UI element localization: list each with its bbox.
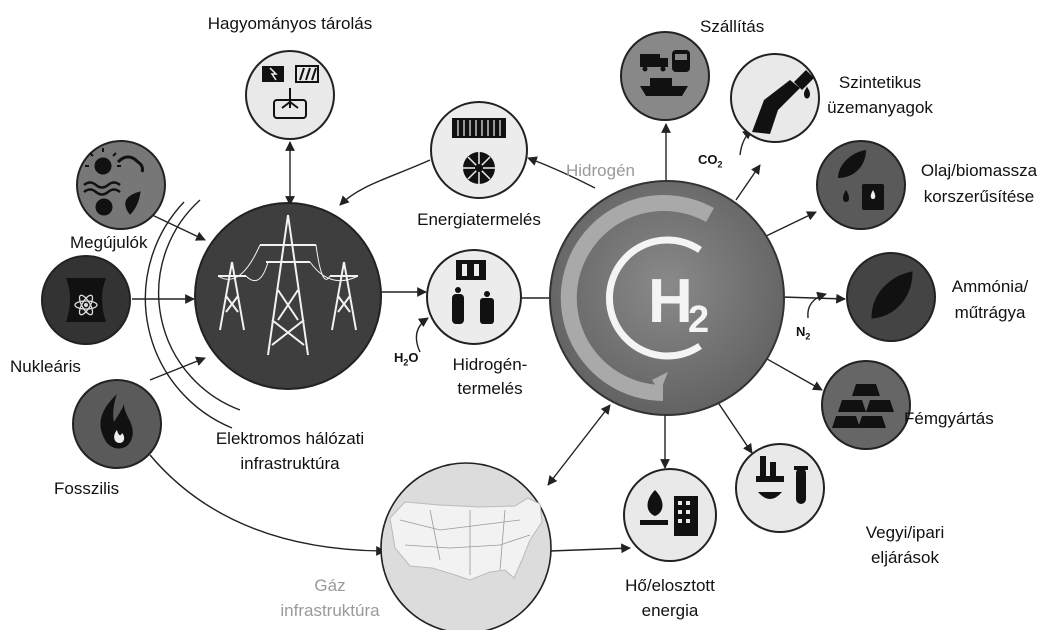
label-ho-2: energia	[641, 601, 699, 620]
heat-node	[623, 468, 717, 562]
chemical-node	[735, 443, 825, 533]
ammonia-node	[846, 252, 936, 342]
atom-cooling-tower-icon	[66, 278, 106, 322]
label-elektromos-2: infrastruktúra	[240, 454, 340, 473]
nuclear-node	[41, 255, 131, 345]
oil-barrel-leaf-icon	[838, 150, 884, 210]
synthetic-fuels-node	[730, 53, 820, 143]
hydrogen-production-node	[426, 249, 522, 345]
label-gaz-2: infrastruktúra	[280, 601, 380, 620]
heat-building-icon	[640, 490, 698, 536]
leaf-icon	[871, 271, 913, 319]
label-hidrogentermeles-2: termelés	[457, 379, 523, 398]
oil-biomass-node	[816, 140, 906, 230]
label-femgyartas: Fémgyártás	[904, 409, 994, 428]
power-generation-icon	[452, 118, 506, 184]
metal-ingots-icon	[832, 384, 894, 428]
label-gaz-1: Gáz	[314, 576, 346, 595]
energy-generation-node	[430, 101, 528, 199]
transport-node	[620, 31, 710, 121]
label-elektromos-1: Elektromos hálózati	[215, 429, 365, 448]
label-vegyi-1: Vegyi/ipari	[865, 523, 945, 542]
label-ammonia-1: Ammónia/	[951, 277, 1029, 296]
renewables-node	[76, 140, 166, 230]
co2-input-label: CO2	[698, 152, 723, 170]
label-nuklearis: Nukleáris	[10, 357, 81, 376]
label-megujulok: Megújulók	[70, 233, 148, 252]
label-ho-1: Hő/elosztott	[625, 576, 715, 595]
hub-h2-label: H	[648, 267, 693, 336]
hydrogen-hub: H 2	[549, 180, 785, 416]
label-szintetikus-1: Szintetikus	[838, 73, 922, 92]
flame-icon	[100, 394, 133, 449]
label-hidrogen: Hidrogén	[566, 161, 635, 180]
label-olaj-2: korszerűsítése	[923, 187, 1035, 206]
label-ammonia-2: műtrágya	[954, 303, 1026, 322]
label-szallitas: Szállítás	[700, 17, 765, 36]
chemical-plant-icon	[756, 456, 808, 504]
n2-input-label: N2	[796, 324, 811, 342]
label-fosszilis: Fosszilis	[54, 479, 120, 498]
fuel-nozzle-icon	[752, 70, 814, 134]
label-vegyi-2: eljárások	[870, 548, 940, 567]
label-szintetikus-2: üzemanyagok	[827, 98, 933, 117]
label-olaj-1: Olaj/biomassza	[920, 161, 1038, 180]
electrolyzer-icon	[452, 260, 494, 324]
gas-infrastructure-node	[380, 462, 552, 630]
battery-storage-icon	[262, 65, 319, 119]
label-hidrogentermeles-1: Hidrogén-	[452, 355, 528, 374]
fossil-node	[72, 379, 162, 469]
grid-node	[194, 202, 382, 390]
transport-icon	[640, 50, 690, 96]
metal-production-node	[821, 360, 911, 450]
label-energiatermeles: Energiatermelés	[417, 210, 541, 229]
sun-wind-wave-icon	[83, 148, 144, 216]
storage-node	[245, 50, 335, 140]
power-pylon-icon	[217, 214, 359, 356]
h2o-input-label: H2O	[394, 350, 419, 368]
label-hagyomanyos: Hagyományos tárolás	[207, 14, 373, 33]
svg-text:2: 2	[688, 299, 709, 341]
